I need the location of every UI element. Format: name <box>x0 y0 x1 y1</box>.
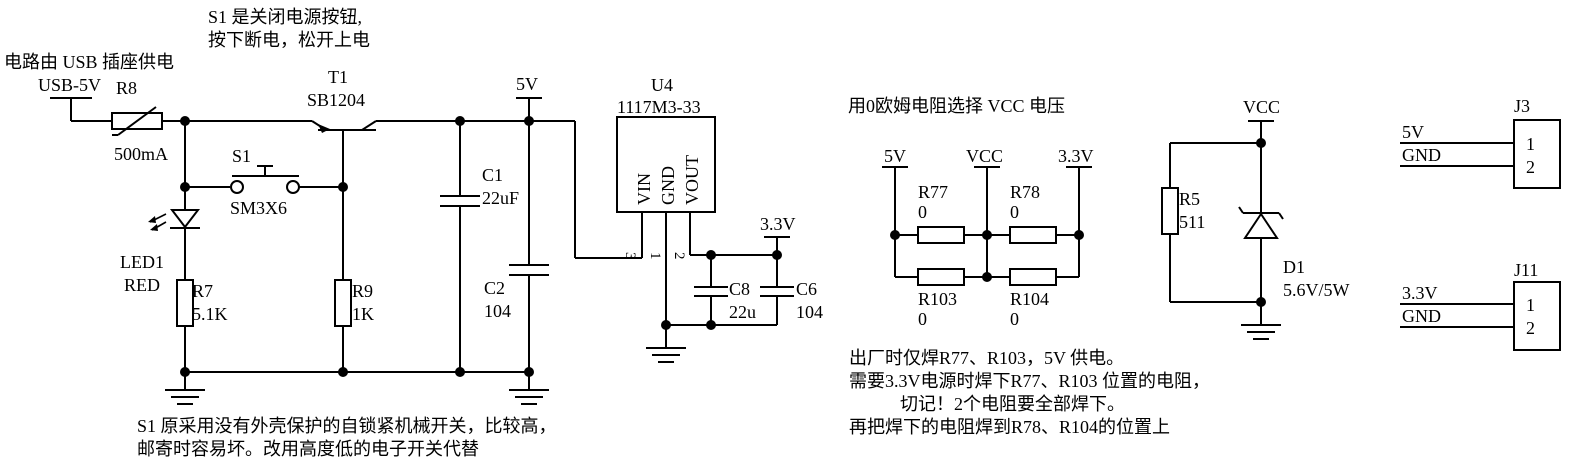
net-label-5v-sel: 5V <box>884 146 906 166</box>
c1-ref: C1 <box>482 165 503 185</box>
r77-resistor <box>917 226 965 244</box>
j11-net2: GND <box>1402 306 1441 326</box>
j3-net1: 5V <box>1402 122 1424 142</box>
s1-switch <box>230 165 300 194</box>
note-bottom-left-1: S1 原采用没有外壳保护的自锁紧机械开关，比较高， <box>137 416 557 436</box>
c6-ref: C6 <box>796 279 817 299</box>
r5-value: 511 <box>1179 212 1205 232</box>
d1-value: 5.6V/5W <box>1283 280 1350 300</box>
t1-ref: T1 <box>328 67 348 87</box>
led1-ref: LED1 <box>120 252 164 272</box>
r103-value: 0 <box>918 309 927 329</box>
note-bottom-right-3: 切记！2个电阻要全部焊下。 <box>900 394 1125 414</box>
junction <box>338 367 348 377</box>
junction <box>982 272 992 282</box>
net-label-3v3-sel: 3.3V <box>1058 146 1094 166</box>
r7-ref: R7 <box>192 281 213 301</box>
junction <box>180 367 190 377</box>
r7-resistor <box>176 279 194 327</box>
net-label-usb5v: USB-5V <box>38 75 101 95</box>
note-bottom-left-2: 邮寄时容易坏。改用高度低的电子开关代替 <box>137 439 479 459</box>
u4-pin3-num: 3 <box>622 252 638 260</box>
r78-ref: R78 <box>1010 182 1040 202</box>
ground-symbol <box>1241 324 1281 340</box>
t1-value: SB1204 <box>307 90 365 110</box>
u4-pin-gnd: GND <box>658 166 678 205</box>
led1-diode <box>148 209 201 231</box>
note-bottom-right-4: 再把焊下的电阻焊到R78、R104的位置上 <box>849 417 1170 437</box>
r103-ref: R103 <box>918 289 957 309</box>
junction <box>1074 230 1084 240</box>
j11-pin1: 1 <box>1526 295 1535 315</box>
led1-value: RED <box>124 275 160 295</box>
r77-value: 0 <box>918 202 927 222</box>
j3-body <box>1513 119 1561 189</box>
c8-value: 22u <box>729 302 756 322</box>
r77-ref: R77 <box>918 182 948 202</box>
r8-polyfuse <box>111 106 163 136</box>
r78-resistor <box>1009 226 1057 244</box>
r78-value: 0 <box>1010 202 1019 222</box>
u4-value: 1117M3-33 <box>617 97 701 117</box>
j11-pin2: 2 <box>1526 318 1535 338</box>
c1-value: 22uF <box>482 188 519 208</box>
junction <box>982 230 992 240</box>
r104-value: 0 <box>1010 309 1019 329</box>
net-label-5v: 5V <box>516 74 538 94</box>
note-power-usb: 电路由 USB 插座供电 <box>4 52 174 72</box>
ground-symbol <box>646 347 686 363</box>
junction <box>1256 297 1266 307</box>
r7-value: 5.1K <box>192 304 228 324</box>
u4-pin-vin: VIN <box>634 173 654 205</box>
j3-net2: GND <box>1402 145 1441 165</box>
junction <box>706 320 716 330</box>
junction <box>455 367 465 377</box>
t1-mosfet <box>311 120 377 187</box>
note-select-vcc: 用0欧姆电阻选择 VCC 电压 <box>848 96 1065 116</box>
j11-ref: J11 <box>1514 260 1538 280</box>
ground-symbol <box>509 389 549 405</box>
j11-body <box>1513 281 1561 351</box>
junction <box>524 367 534 377</box>
note-bottom-right-1: 出厂时仅焊R77、R103，5V 供电。 <box>849 348 1124 368</box>
r9-value: 1K <box>352 304 374 324</box>
u4-pin1-num: 1 <box>647 252 663 260</box>
j3-pin2: 2 <box>1526 157 1535 177</box>
c6-value: 104 <box>796 302 823 322</box>
net-label-vcc-sel: VCC <box>966 146 1003 166</box>
r5-ref: R5 <box>1179 189 1200 209</box>
r8-value: 500mA <box>114 144 168 164</box>
r104-resistor <box>1009 268 1057 286</box>
c8-ref: C8 <box>729 279 750 299</box>
s1-ref: S1 <box>232 146 251 166</box>
note-bottom-right-2: 需要3.3V电源时焊下R77、R103 位置的电阻， <box>849 371 1210 391</box>
j3-ref: J3 <box>1514 96 1530 116</box>
c2-value: 104 <box>484 301 511 321</box>
r9-ref: R9 <box>352 281 373 301</box>
r103-resistor <box>917 268 965 286</box>
j11-net1: 3.3V <box>1402 283 1438 303</box>
u4-ref: U4 <box>651 75 673 95</box>
ground-symbol <box>165 389 205 405</box>
junction <box>890 230 900 240</box>
c2-ref: C2 <box>484 278 505 298</box>
net-label-3v3: 3.3V <box>760 214 796 234</box>
r9-resistor <box>334 279 352 327</box>
s1-value: SM3X6 <box>230 198 287 218</box>
r104-ref: R104 <box>1010 289 1049 309</box>
note-s1-line2: 按下断电，松开上电 <box>208 30 370 50</box>
r8-ref: R8 <box>116 78 137 98</box>
j3-pin1: 1 <box>1526 134 1535 154</box>
d1-ref: D1 <box>1283 257 1305 277</box>
u4-pin2-num: 2 <box>671 252 687 260</box>
net-label-vcc-zener: VCC <box>1243 97 1280 117</box>
r5-resistor <box>1161 187 1179 235</box>
note-s1-line1: S1 是关闭电源按钮, <box>208 7 362 27</box>
u4-pin-vout: VOUT <box>682 155 702 205</box>
